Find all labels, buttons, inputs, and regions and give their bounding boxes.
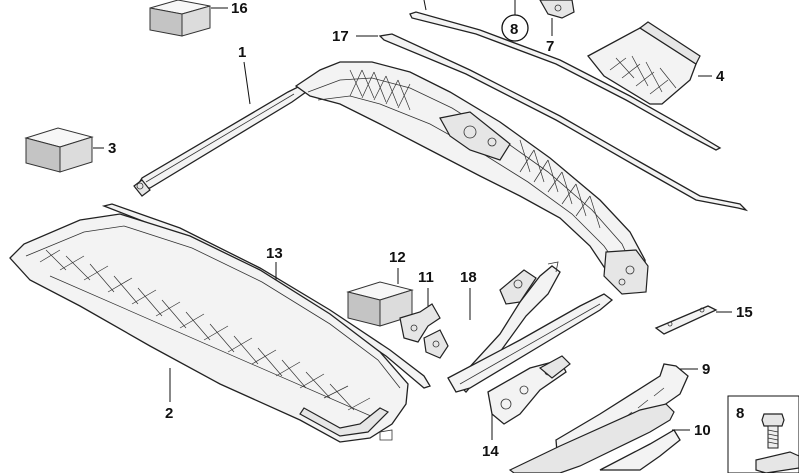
- label-1: 1: [238, 44, 246, 61]
- part-16-box: [149, 0, 211, 37]
- screw-icon: [761, 413, 785, 449]
- part-3-box: [24, 127, 94, 173]
- label-17: 17: [332, 28, 349, 45]
- label-8-inset: 8: [736, 405, 744, 422]
- part-11-bracket: [399, 303, 449, 359]
- part-14-hinge: [487, 355, 571, 425]
- inset-part-8: [727, 395, 799, 473]
- part-17-seal: [378, 33, 749, 212]
- roof-frame-assembly: [294, 61, 649, 295]
- label-10: 10: [694, 422, 711, 439]
- upper-seal-strip: [409, 11, 722, 151]
- label-12: 12: [389, 249, 406, 266]
- label-8-circled: 8: [510, 21, 518, 38]
- drive-rail: [447, 293, 614, 393]
- part-15-plate: [654, 305, 718, 335]
- label-18: 18: [460, 269, 477, 286]
- label-9: 9: [702, 361, 710, 378]
- part-4-cover: [587, 21, 701, 105]
- label-4: 4: [716, 68, 725, 85]
- label-13: 13: [266, 245, 283, 262]
- panel-2-mesh: [39, 249, 381, 421]
- label-7: 7: [546, 38, 554, 55]
- label-11: 11: [418, 269, 434, 286]
- part-10-trim: [508, 403, 681, 473]
- part-1-frame: [133, 85, 308, 197]
- label-16: 16: [231, 0, 248, 17]
- part-7-clip: [539, 0, 575, 19]
- label-2: 2: [165, 405, 173, 422]
- label-14: 14: [482, 443, 499, 460]
- roof-frame-mesh: [349, 69, 601, 229]
- label-15: 15: [736, 304, 753, 321]
- label-3: 3: [108, 140, 116, 157]
- part-2-panel: [9, 213, 409, 443]
